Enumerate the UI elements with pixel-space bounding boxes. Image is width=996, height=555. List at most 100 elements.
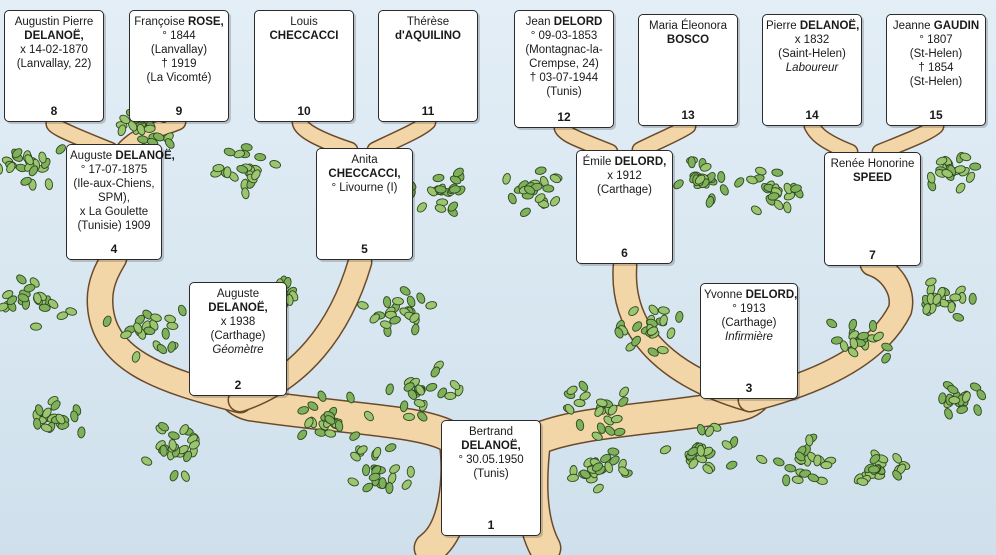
leaf [141,456,153,466]
person-text: Jean [525,16,554,28]
leaf [324,429,337,438]
leaf [790,184,802,193]
person-text: Françoise [134,16,188,28]
leaf [603,415,614,426]
leaf [549,196,561,207]
person-number: 14 [805,108,819,122]
person-number: 15 [929,108,943,122]
person-text: (La Vicomté) [146,72,212,84]
leaf [33,417,42,430]
person-text: (Lanvallay) [150,44,208,56]
leaf [55,413,66,425]
leaf [368,472,381,482]
leaf [417,411,428,422]
person-text: ° 1844 [162,30,196,42]
leaf [750,205,762,216]
leaf [604,461,613,474]
leaf [413,399,426,408]
person-line: Maria Éleonora [642,19,734,33]
person-text: (Ile-aux-Chiens, [73,178,155,190]
person-line: Auguste DELANOË, [70,149,175,163]
leaf [392,297,404,306]
leaf [717,171,726,183]
person-line: Géomètre [193,343,283,357]
leaf [955,182,966,194]
person-surname: DELANOË, [24,30,84,42]
person-surname: DELANOË, [208,302,268,314]
person-text: (Tunisie) 1909 [77,220,151,232]
leaf [952,312,965,322]
leaf [659,314,668,327]
person-text: ° 09-03-1853 [530,30,598,42]
person-text: (Saint-Helen) [778,48,846,60]
leaf [444,391,457,400]
person-line: (Tunis) [518,85,610,99]
person-line: Bertrand [445,425,537,439]
person-number: 6 [621,246,628,260]
leaf [596,422,606,434]
leaf [334,420,344,432]
person-text: Louis [290,16,318,28]
person-card-14: Pierre DELANOË,x 1832(Saint-Helen)Labour… [762,14,862,126]
person-line: DELANOË, [193,301,283,315]
person-line: (La Vicomté) [133,71,225,85]
person-text: x 1938 [220,316,256,328]
leaf [389,316,401,325]
leaf [34,404,44,416]
leaf [849,337,859,350]
person-text: Pierre [766,20,800,32]
person-text: † 03-07-1944 [529,72,599,84]
leaf [976,389,987,401]
branch-fill [555,121,617,159]
leaf [236,165,248,174]
leaf [969,162,982,171]
person-text: Auguste [70,150,116,162]
person-line: x 1832 [766,33,858,47]
person-number: 2 [234,378,242,392]
leaf [117,124,127,137]
person-line: Émile DELORD, [580,155,669,169]
leaf [696,423,706,436]
person-text: x 14-02-1870 [20,44,88,56]
leaf [502,172,511,185]
branch-fill [368,115,435,157]
person-line: ° 1807 [890,33,982,47]
leaf [143,326,156,335]
person-line: x 14-02-1870 [8,43,100,57]
person-text: (St-Helen) [909,48,963,60]
leaf [401,479,412,490]
person-surname: ROSE, [187,16,224,28]
person-line: ° 1913 [704,302,794,316]
leaf [363,410,374,422]
leaf [932,293,942,305]
person-line: BOSCO [642,33,734,47]
leaf [573,398,586,408]
leaf [956,405,968,414]
leaf [70,410,79,423]
leaf [773,457,785,467]
leaf [415,384,425,396]
leaf [389,464,401,474]
person-surname: DELANOË, [461,440,521,452]
leaf [188,440,200,450]
person-line: ° Livourne (I) [320,181,409,195]
leaf [241,187,250,200]
leaf [646,326,659,336]
person-text: (Carthage) [210,330,266,342]
leaf [594,406,604,417]
leaf [938,392,947,405]
leaf [659,445,672,455]
leaf [696,444,705,457]
leaf [869,454,881,464]
leaf [403,382,415,392]
leaf [534,193,546,203]
person-surname: CHECCACCI, [328,168,401,180]
leaf [507,192,517,205]
leaf [857,331,870,341]
leaf [705,196,715,208]
person-text: Laboureur [785,62,839,74]
person-line: (Tunis) [445,467,537,481]
person-text: ° 1807 [919,34,953,46]
person-text: (Lanvallay, 22) [16,58,92,70]
